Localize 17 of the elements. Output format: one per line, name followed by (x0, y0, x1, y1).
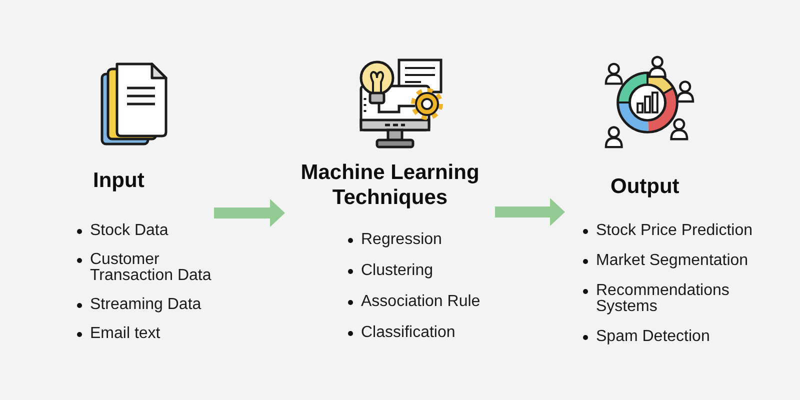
list-item: Association Rule (347, 294, 480, 310)
list-item: Stock Price Prediction (582, 223, 753, 239)
list-item: Spam Detection (582, 329, 710, 345)
arrow (495, 198, 565, 226)
column-heading: Output (610, 174, 680, 199)
arrow (214, 199, 285, 227)
list-item: Customer Transaction Data (76, 252, 214, 284)
column-heading: Machine Learning Techniques (300, 160, 480, 210)
list-item: Stock Data (76, 223, 168, 239)
list-item: Market Segmentation (582, 253, 748, 269)
list-item: Clustering (347, 263, 434, 279)
list-item: Email text (76, 326, 160, 342)
column-heading: Input (93, 168, 144, 193)
list-item: Streaming Data (76, 297, 202, 313)
list-item: Recommendations Systems (582, 283, 776, 315)
list-item: Regression (347, 232, 442, 248)
list-item: Classification (347, 325, 456, 341)
